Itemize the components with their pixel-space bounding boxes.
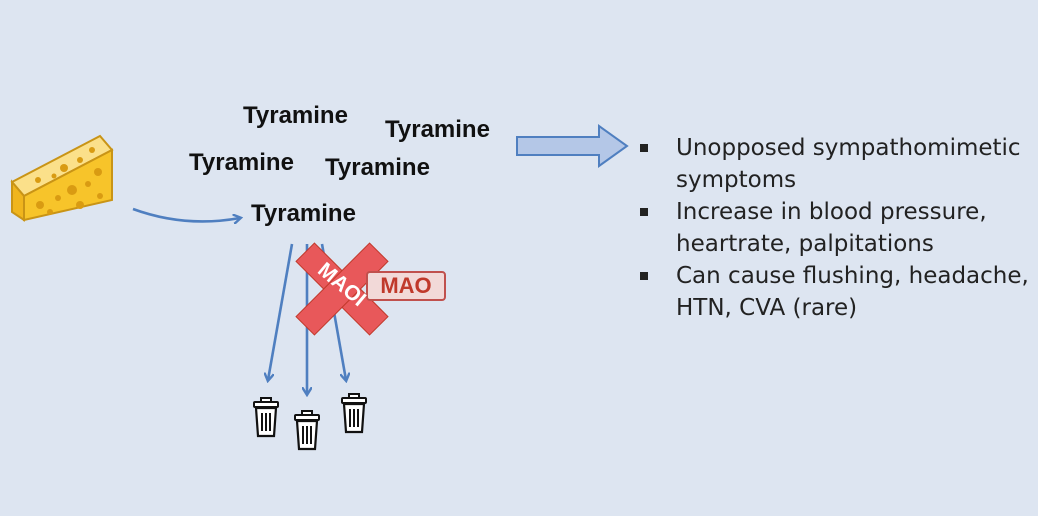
effect-block-arrow bbox=[516, 124, 629, 168]
mao-enzyme-label: MAO bbox=[366, 271, 446, 301]
tyramine-label: Tyramine bbox=[243, 102, 348, 129]
inhibition-x-icon bbox=[295, 242, 389, 336]
trash-can-icon bbox=[294, 410, 320, 451]
tyramine-label: Tyramine bbox=[385, 116, 490, 143]
bullet-square-icon bbox=[640, 272, 648, 280]
bullet-square-icon bbox=[640, 144, 648, 152]
effect-text: Increase in blood pressure, heartrate, p… bbox=[676, 199, 987, 257]
effect-item: Increase in blood pressure, heartrate, p… bbox=[636, 196, 1031, 260]
effect-text: Can cause flushing, headache, HTN, CVA (… bbox=[676, 263, 1029, 321]
trash-can-icon bbox=[253, 397, 279, 438]
tyramine-label: Tyramine bbox=[189, 149, 294, 176]
effect-text: Unopposed sympathomimetic symptoms bbox=[676, 135, 1021, 193]
degradation-arrow-left bbox=[268, 243, 294, 380]
effects-list: Unopposed sympathomimetic symptoms Incre… bbox=[636, 132, 1031, 324]
effect-item: Unopposed sympathomimetic symptoms bbox=[636, 132, 1031, 196]
effect-item: Can cause flushing, headache, HTN, CVA (… bbox=[636, 260, 1031, 324]
ingestion-arrow bbox=[132, 207, 240, 221]
tyramine-label: Tyramine bbox=[251, 200, 356, 227]
cheese-icon bbox=[10, 134, 114, 222]
tyramine-label: Tyramine bbox=[325, 154, 430, 181]
bullet-square-icon bbox=[640, 208, 648, 216]
trash-can-icon bbox=[341, 393, 367, 434]
